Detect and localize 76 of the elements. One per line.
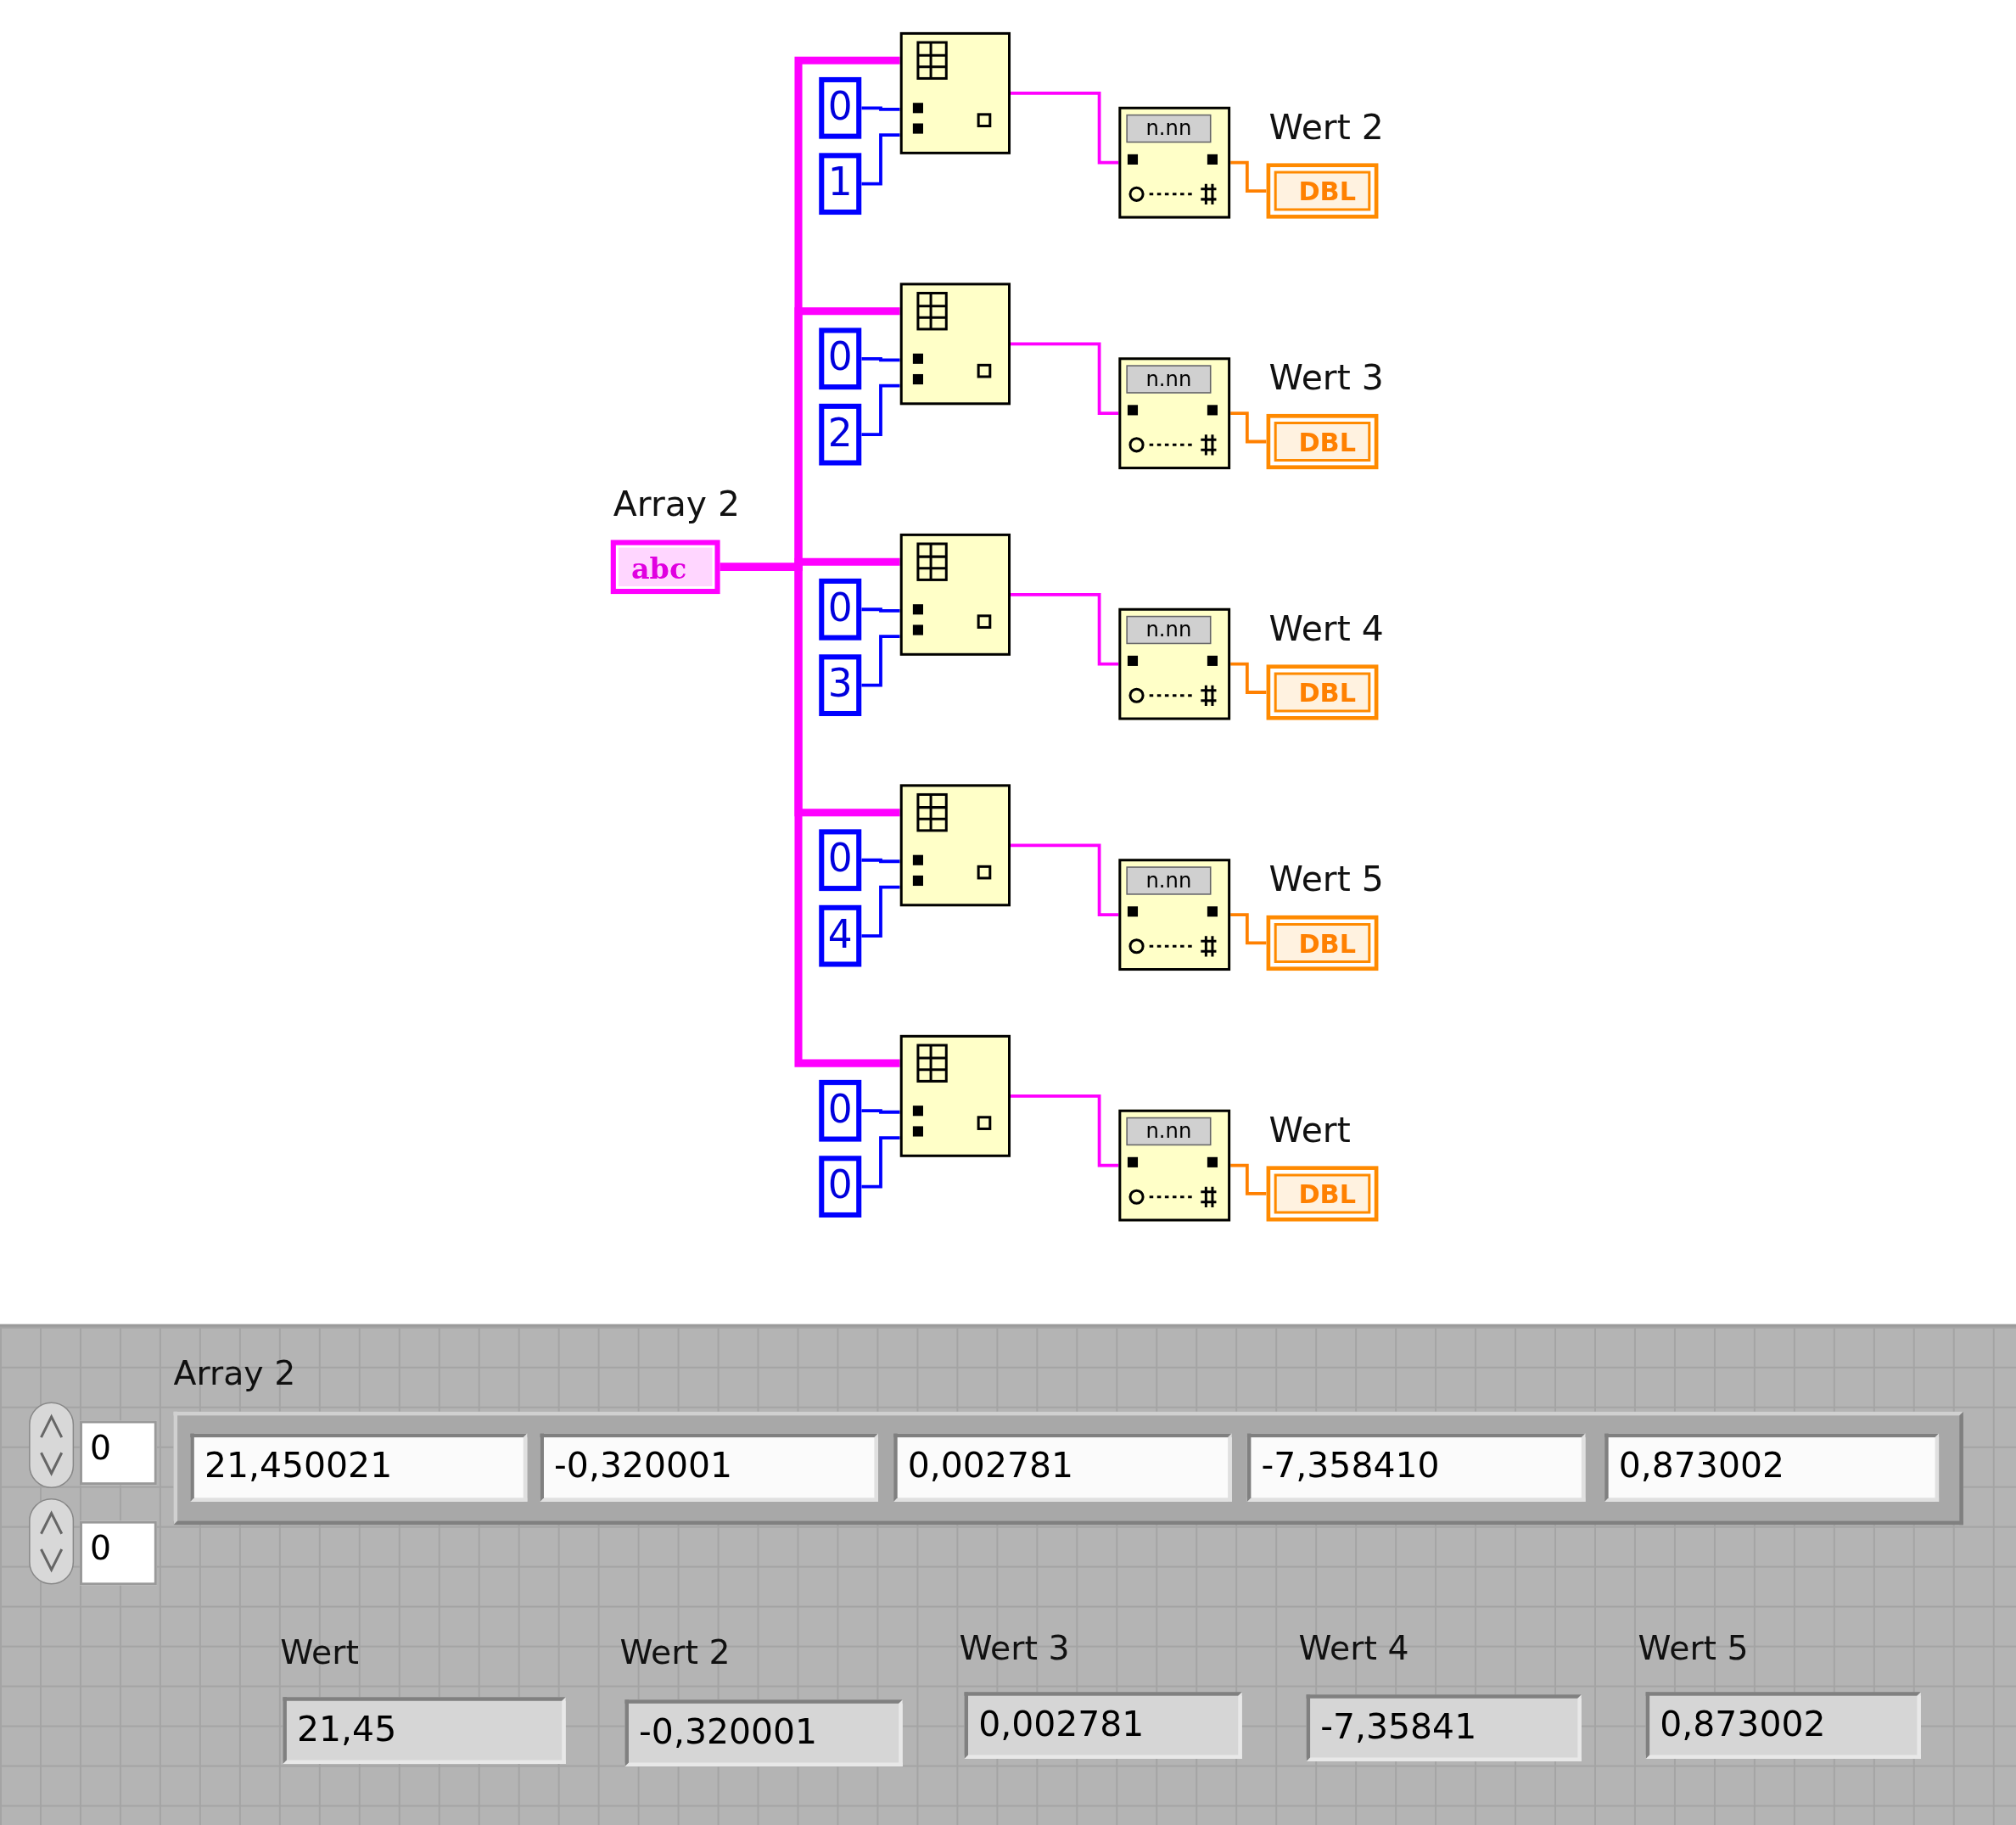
numeric-constant: 0 <box>819 829 862 892</box>
index-array-function <box>899 784 1011 907</box>
function-glyph-text: n.nn <box>1126 866 1212 895</box>
numeric-indicator-field: -7,35841 <box>1306 1694 1582 1761</box>
wire <box>1011 592 1119 666</box>
conversion-function <box>1118 859 1231 971</box>
index-array-function <box>899 1034 1011 1157</box>
numeric-constant: 0 <box>819 327 862 390</box>
numeric-constant: 4 <box>819 904 862 967</box>
control-label: Array 2 <box>613 483 741 523</box>
conversion-function <box>1118 607 1231 720</box>
indicator-label: Wert 4 <box>1268 607 1384 648</box>
indicator-label: Wert <box>1268 1109 1351 1150</box>
string-array-wire <box>720 563 900 1067</box>
wire <box>861 133 900 186</box>
wire <box>1230 411 1267 444</box>
wire <box>861 885 900 938</box>
conversion-function <box>1118 357 1231 470</box>
wire <box>1230 160 1267 193</box>
numeric-constant: 0 <box>819 76 862 139</box>
wire <box>861 858 900 864</box>
numeric-indicator-terminal: DBL <box>1266 163 1379 219</box>
field-label: Wert 3 <box>959 1628 1071 1670</box>
array-element-field: 0,002781 <box>893 1433 1232 1502</box>
numeric-indicator-field: -0,320001 <box>624 1699 903 1767</box>
wire <box>861 356 900 362</box>
indicator-label: Wert 5 <box>1268 859 1384 899</box>
numeric-constant: 0 <box>819 578 862 641</box>
array-element-field: 21,450021 <box>190 1433 528 1502</box>
function-glyph-text: n.nn <box>1126 1117 1212 1146</box>
array-element-field: 0,873002 <box>1604 1433 1940 1502</box>
numeric-constant: 0 <box>819 1079 862 1142</box>
index-field: 0 <box>79 1420 157 1486</box>
array-element-field: -7,358410 <box>1246 1433 1586 1502</box>
array-element-field: -0,320001 <box>540 1433 878 1502</box>
conversion-function <box>1118 1109 1231 1222</box>
conversion-function <box>1118 106 1231 219</box>
wire <box>861 383 900 437</box>
numeric-indicator-terminal: DBL <box>1266 915 1379 971</box>
field-label: Wert 5 <box>1638 1628 1750 1670</box>
wire <box>1011 91 1119 165</box>
numeric-indicator-field: 0,002781 <box>964 1692 1242 1759</box>
wire <box>1011 1094 1119 1167</box>
index-field: 0 <box>79 1520 157 1586</box>
index-array-function <box>899 31 1011 154</box>
field-label: Array 2 <box>173 1353 297 1395</box>
function-glyph-text: n.nn <box>1126 114 1212 143</box>
index-array-function <box>899 533 1011 656</box>
numeric-indicator-field: 0,873002 <box>1645 1692 1921 1759</box>
numeric-constant: 2 <box>819 403 862 466</box>
wire <box>861 106 900 111</box>
wire <box>861 1109 900 1114</box>
numeric-indicator-terminal: DBL <box>1266 413 1379 470</box>
function-glyph-text: n.nn <box>1126 615 1212 645</box>
numeric-constant: 3 <box>819 654 862 717</box>
index-array-function <box>899 283 1011 406</box>
string-array-control: abc <box>610 540 720 595</box>
wire <box>1230 913 1267 945</box>
numeric-constant: 1 <box>819 153 862 216</box>
field-label: Wert 4 <box>1298 1628 1410 1670</box>
indicator-label: Wert 3 <box>1268 357 1384 398</box>
function-glyph-text: n.nn <box>1126 365 1212 394</box>
wire <box>1011 843 1119 917</box>
numeric-indicator-terminal: DBL <box>1266 664 1379 720</box>
field-label: Wert 2 <box>619 1632 731 1673</box>
numeric-constant: 0 <box>819 1156 862 1218</box>
wire <box>1230 1163 1267 1195</box>
wire <box>861 635 900 687</box>
wire <box>861 1136 900 1189</box>
wire <box>1230 662 1267 694</box>
indicator-label: Wert 2 <box>1268 106 1384 147</box>
wire <box>861 607 900 613</box>
wire <box>1011 342 1119 416</box>
numeric-indicator-terminal: DBL <box>1266 1166 1379 1222</box>
field-label: Wert <box>280 1632 360 1673</box>
numeric-indicator-field: 21,45 <box>283 1697 566 1764</box>
